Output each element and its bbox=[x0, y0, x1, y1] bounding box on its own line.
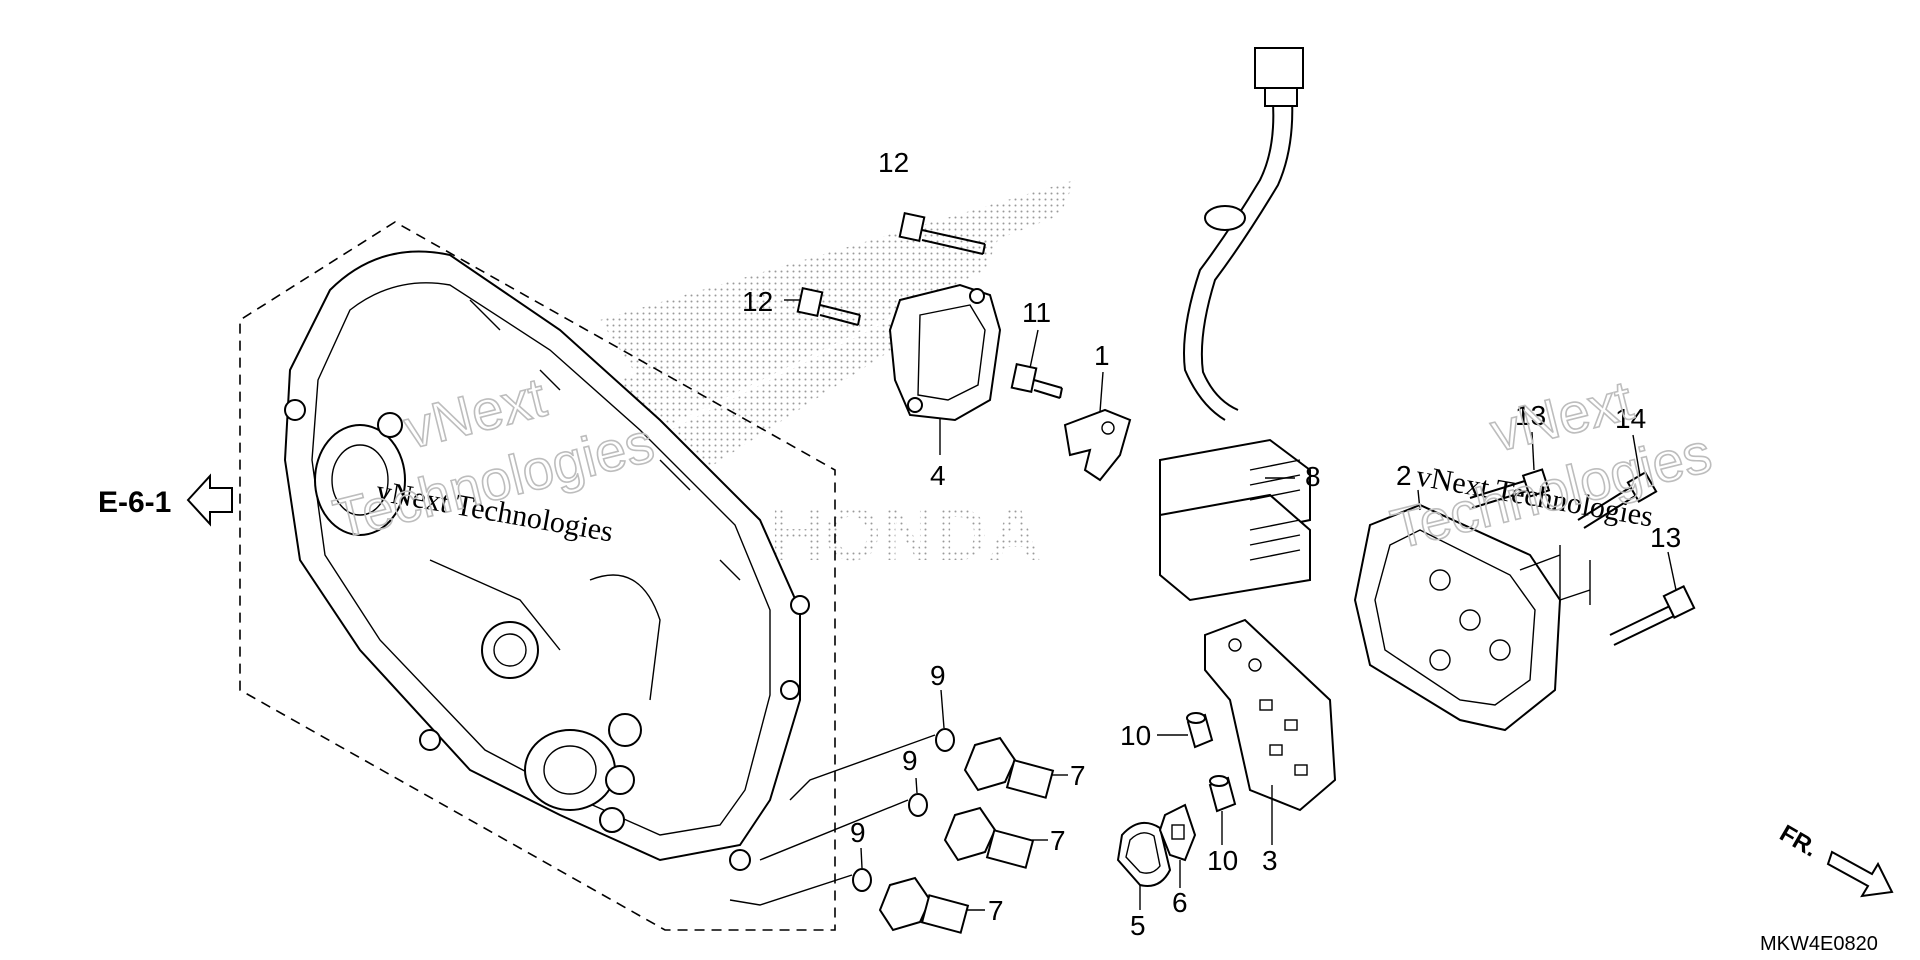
callout-7-upper[interactable]: 7 bbox=[1070, 760, 1086, 791]
part-6-filter bbox=[1158, 803, 1197, 862]
rear-cover-assembly bbox=[283, 250, 810, 871]
part-10-dowel-upper bbox=[1186, 712, 1214, 749]
cover-phantom-outline bbox=[239, 221, 836, 931]
callout-3[interactable]: 3 bbox=[1262, 845, 1278, 876]
callout-9-lower[interactable]: 9 bbox=[850, 817, 866, 848]
callout-7-lower[interactable]: 7 bbox=[988, 895, 1004, 926]
callout-10-lower[interactable]: 10 bbox=[1207, 845, 1238, 876]
callout-2[interactable]: 2 bbox=[1396, 460, 1412, 491]
sensor-7-middle bbox=[943, 806, 1035, 869]
part-10-dowel-lower bbox=[1208, 775, 1237, 813]
part-5-o-ring bbox=[1116, 821, 1172, 887]
callout-9-upper[interactable]: 9 bbox=[930, 660, 946, 691]
part-2-valve-body bbox=[1353, 503, 1562, 732]
washer-9-upper bbox=[935, 728, 955, 752]
callout-13-upper[interactable]: 13 bbox=[1515, 400, 1546, 431]
front-indicator: FR. bbox=[1775, 820, 1894, 898]
reference-label[interactable]: E-6-1 bbox=[98, 486, 171, 519]
callout-8[interactable]: 8 bbox=[1305, 461, 1321, 492]
diagram-code: MKW4E0820 bbox=[1760, 933, 1878, 955]
callout-6[interactable]: 6 bbox=[1172, 887, 1188, 918]
callout-10-upper[interactable]: 10 bbox=[1120, 720, 1151, 751]
callout-12-upper[interactable]: 12 bbox=[878, 147, 909, 178]
bolt-14 bbox=[1577, 471, 1658, 529]
sensor-7-lower bbox=[878, 876, 970, 934]
callout-1[interactable]: 1 bbox=[1094, 340, 1110, 371]
bolt-13-upper bbox=[1469, 468, 1551, 509]
callout-7-middle[interactable]: 7 bbox=[1050, 825, 1066, 856]
bolt-11 bbox=[1010, 362, 1063, 399]
reference-arrow-icon bbox=[186, 473, 233, 527]
honda-logo-text: HONDA bbox=[770, 493, 1041, 576]
callout-14[interactable]: 14 bbox=[1615, 403, 1646, 434]
honda-logo-watermark: HONDA bbox=[600, 180, 1075, 576]
callout-11[interactable]: 11 bbox=[1022, 297, 1051, 328]
part-4-cover bbox=[888, 283, 1002, 422]
bolt-12-upper bbox=[898, 211, 986, 255]
part-3-separator-plate bbox=[1204, 618, 1337, 812]
part-8-solenoid-assembly bbox=[1159, 47, 1311, 602]
callout-5[interactable]: 5 bbox=[1130, 910, 1146, 941]
bolt-12-lower bbox=[796, 286, 861, 326]
callout-12-lower[interactable]: 12 bbox=[742, 286, 773, 317]
callout-4[interactable]: 4 bbox=[930, 460, 946, 491]
callout-13-lower[interactable]: 13 bbox=[1650, 522, 1681, 553]
washer-9-lower bbox=[852, 868, 872, 892]
front-arrow-icon bbox=[1826, 850, 1894, 898]
bolt-13-lower bbox=[1609, 585, 1696, 646]
svg-text:FR.: FR. bbox=[1775, 820, 1822, 863]
sensor-7-upper bbox=[963, 736, 1055, 799]
part-1-plate bbox=[1063, 408, 1132, 482]
callout-9-middle[interactable]: 9 bbox=[902, 745, 918, 776]
washer-9-middle bbox=[908, 793, 928, 817]
